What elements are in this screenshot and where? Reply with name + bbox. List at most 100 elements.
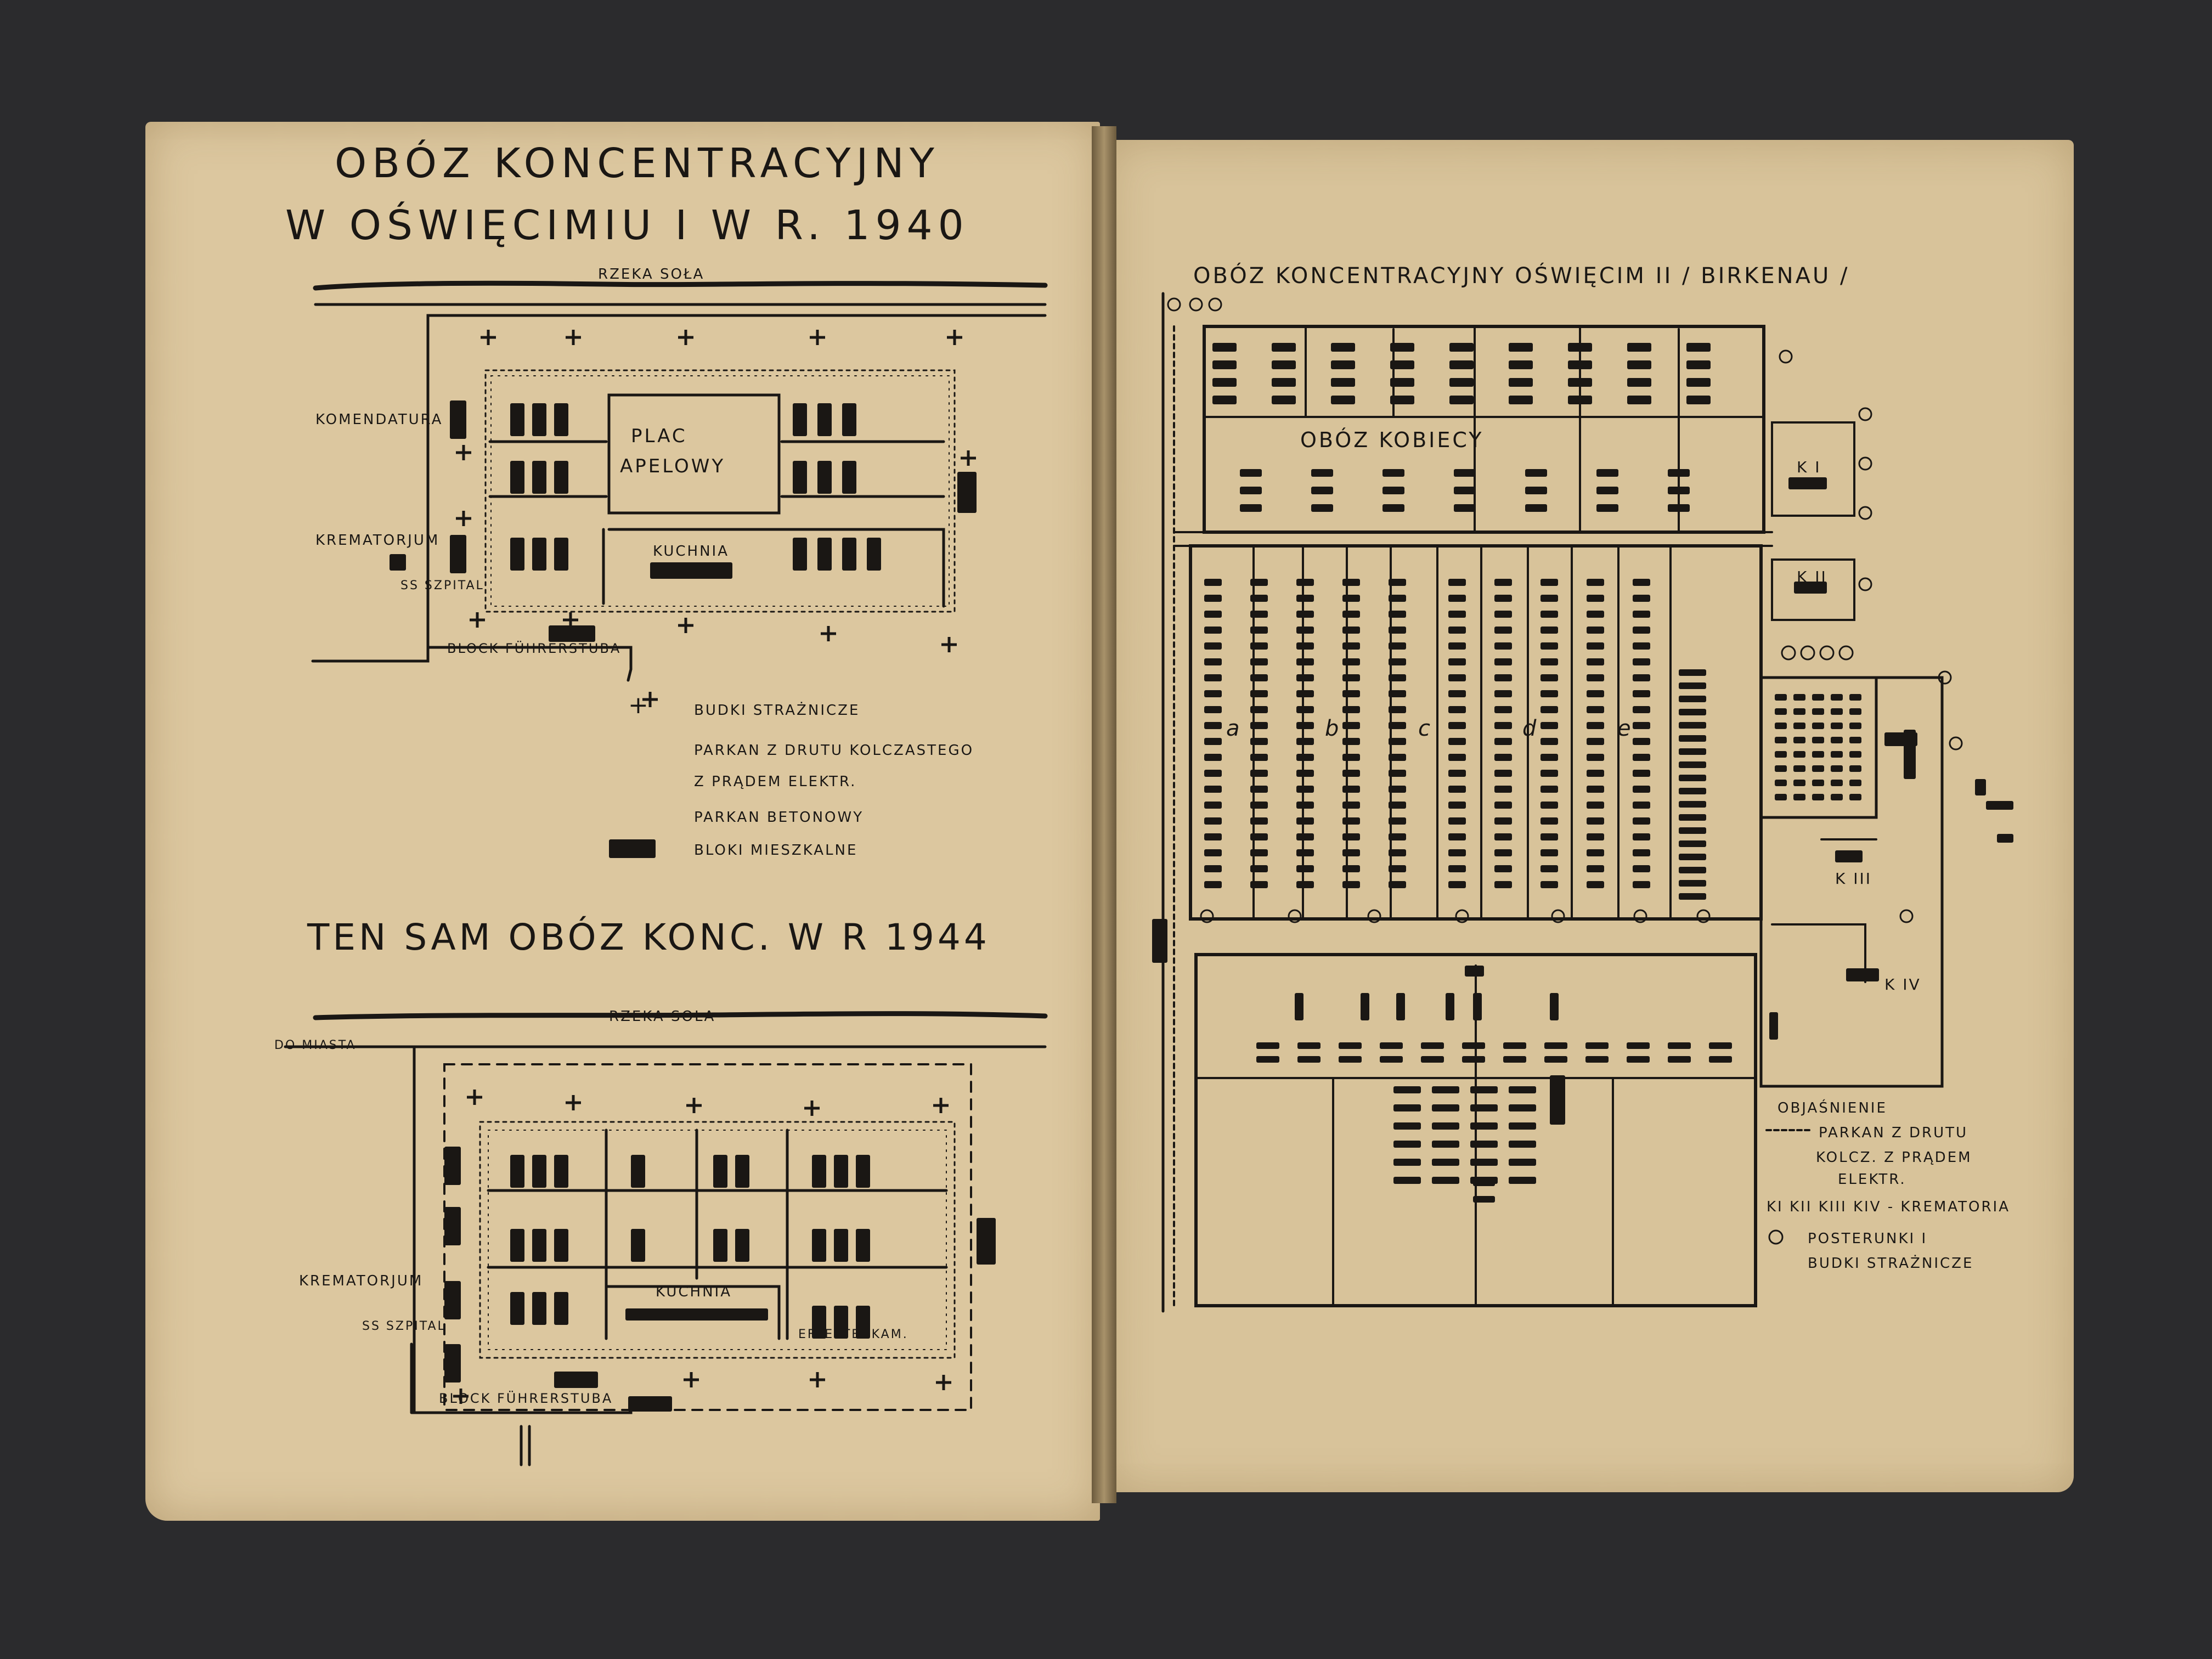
birkenau-block [1342, 674, 1360, 681]
block-1944 [554, 1155, 568, 1188]
birkenau-block [1389, 690, 1406, 697]
birkenau-block [1342, 865, 1360, 872]
title-1944: TEN SAM OBÓZ KONC. W R 1944 [307, 916, 990, 958]
block-fuhrerstuba-1944: BLOCK FÜHRERSTUBA [439, 1391, 613, 1406]
birkenau-block [1204, 817, 1222, 825]
birkenau-block [1462, 1056, 1485, 1063]
kremat-4-block [1846, 968, 1879, 981]
birkenau-block [1849, 694, 1861, 701]
birkenau-block [1541, 595, 1558, 602]
birkenau-block [1596, 487, 1618, 494]
birkenau-block [1470, 1086, 1498, 1093]
legend-right-1: PARKAN Z DRUTU [1819, 1125, 1968, 1141]
birkenau-block [1793, 751, 1805, 758]
map-block [1904, 730, 1916, 779]
birkenau-block [1831, 737, 1843, 743]
birkenau-block [1494, 865, 1512, 872]
birkenau-block [1849, 737, 1861, 743]
map-block [1473, 1196, 1495, 1203]
birkenau-block [1509, 343, 1533, 352]
birkenau-block [1250, 865, 1268, 872]
birkenau-block [1544, 1056, 1567, 1063]
birkenau-block [1250, 690, 1268, 697]
birkenau-block [1587, 595, 1604, 602]
birkenau-block [1509, 378, 1533, 387]
birkenau-block [1296, 786, 1314, 793]
block-1944 [510, 1229, 524, 1262]
birkenau-block [1331, 378, 1355, 387]
birkenau-block [1250, 722, 1268, 729]
birkenau-block [1775, 723, 1787, 729]
birkenau-block [1831, 723, 1843, 729]
birkenau-block [1812, 794, 1824, 800]
birkenau-block [1448, 642, 1466, 650]
komendatura-label: KOMENDATURA [315, 411, 443, 428]
birkenau-block [1775, 737, 1787, 743]
east-block-1940 [957, 472, 977, 513]
birkenau-block [1448, 706, 1466, 713]
birkenau-block [1212, 360, 1237, 369]
birkenau-block [1390, 343, 1414, 352]
birkenau-block [1686, 396, 1711, 404]
birkenau-block [1448, 611, 1466, 618]
legend-parkan-drut: PARKAN Z DRUTU KOLCZASTEGO [694, 742, 974, 759]
block-1940 [817, 461, 832, 494]
birkenau-block [1250, 786, 1268, 793]
birkenau-block [1448, 690, 1466, 697]
birkenau-block [1389, 786, 1406, 793]
map-block [1152, 919, 1167, 963]
birkenau-block [1849, 708, 1861, 715]
birkenau-block [1204, 754, 1222, 761]
birkenau-block [1448, 754, 1466, 761]
birkenau-block [1585, 1042, 1609, 1049]
birkenau-block [1296, 754, 1314, 761]
birkenau-block [1432, 1122, 1459, 1130]
birkenau-block [1541, 674, 1558, 681]
birkenau-block [1587, 817, 1604, 825]
birkenau-block [1541, 706, 1558, 713]
birkenau-block [1587, 706, 1604, 713]
birkenau-block [1494, 833, 1512, 840]
birkenau-block [1541, 642, 1558, 650]
birkenau-block [1204, 611, 1222, 618]
birkenau-block [1633, 658, 1650, 665]
birkenau-block [1541, 881, 1558, 888]
birkenau-block [1389, 738, 1406, 745]
birkenau-block [1272, 343, 1296, 352]
birkenau-block [1250, 674, 1268, 681]
birkenau-block [1204, 674, 1222, 681]
krematorium-label-1940: KREMATORJUM [315, 532, 440, 549]
title-1940-line2: W OŚWIĘCIMIU I W R. 1940 [285, 202, 969, 249]
birkenau-block [1389, 706, 1406, 713]
birkenau-block [1240, 469, 1262, 477]
birkenau-block [1509, 1177, 1536, 1184]
guard-tower-symbol [686, 1098, 702, 1113]
birkenau-block [1204, 865, 1222, 872]
oboz-kobiecy-label: OBÓZ KOBIECY [1300, 428, 1484, 452]
birkenau-block [1296, 627, 1314, 634]
guard-tower-symbol [821, 626, 836, 641]
kremat-3: K III [1835, 870, 1872, 888]
birkenau-block [1342, 754, 1360, 761]
posterunek-symbol [1167, 297, 1181, 312]
birkenau-title: OBÓZ KONCENTRACYJNY OŚWIĘCIM II / BIRKEN… [1193, 263, 1850, 289]
birkenau-block [1421, 1042, 1444, 1049]
birkenau-block [1494, 881, 1512, 888]
block-1944 [856, 1155, 870, 1188]
legend-bloki: BLOKI MIESZKALNE [694, 842, 858, 859]
birkenau-block [1454, 504, 1476, 512]
birkenau-block [1204, 849, 1222, 856]
birkenau-block [1449, 396, 1474, 404]
block-1944 [856, 1229, 870, 1262]
block-1944 [834, 1306, 848, 1339]
birkenau-block [1396, 993, 1405, 1020]
birkenau-block [1668, 504, 1690, 512]
birkenau-block [1296, 658, 1314, 665]
block-1944 [631, 1229, 645, 1262]
block-1944 [510, 1155, 524, 1188]
birkenau-block [1633, 722, 1650, 729]
birkenau-block [1679, 735, 1706, 742]
birkenau-block [1389, 642, 1406, 650]
birkenau-block [1250, 658, 1268, 665]
birkenau-block [1470, 1141, 1498, 1148]
